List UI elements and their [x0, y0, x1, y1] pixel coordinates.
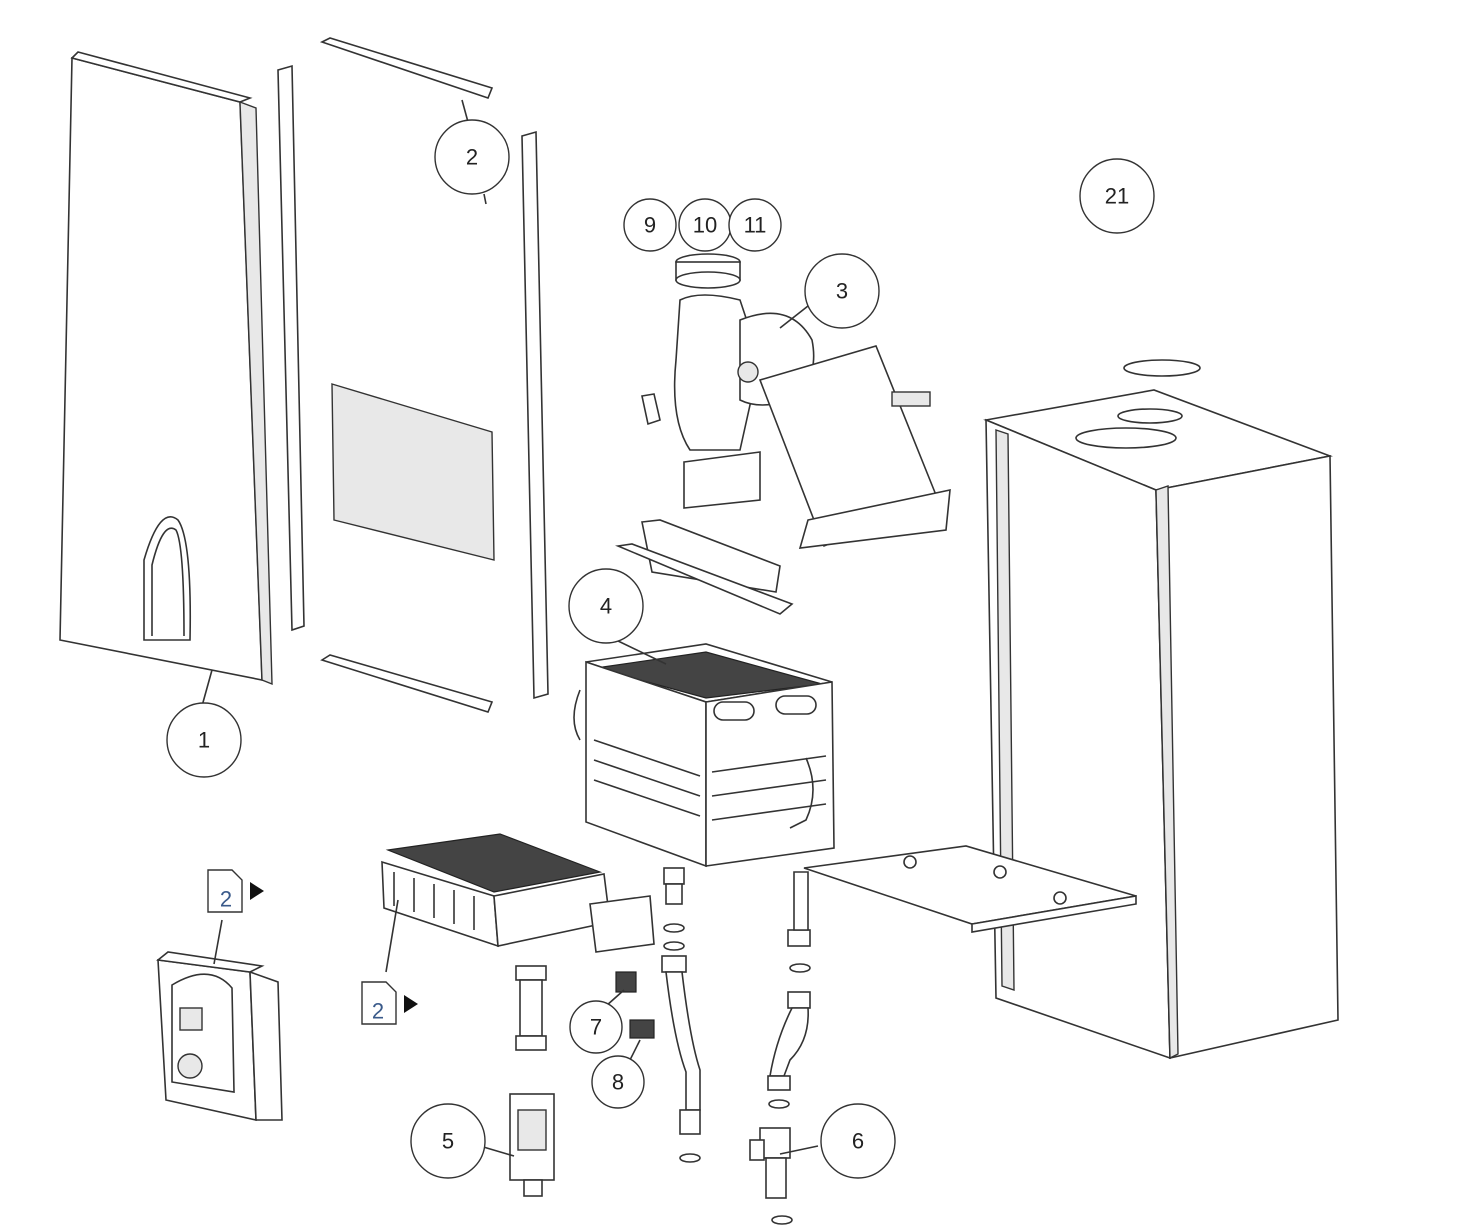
seal-strips — [277, 37, 549, 713]
callout-2: 2 — [434, 119, 510, 195]
svg-text:6: 6 — [852, 1129, 864, 1154]
fan-assembly — [641, 253, 951, 549]
svg-text:9: 9 — [644, 213, 656, 238]
callout-3: 3 — [804, 253, 880, 329]
callout-10: 10 — [678, 198, 732, 252]
page-ref-burner[interactable]: 2 — [361, 981, 418, 1025]
document-icon — [361, 981, 397, 1025]
sensor-clips — [615, 971, 655, 1039]
callout-6: 6 — [820, 1103, 896, 1179]
gas-valve — [509, 965, 555, 1197]
cabinet-casing — [803, 359, 1339, 1060]
water-pipes — [661, 867, 811, 1163]
water-valve — [749, 1127, 793, 1225]
callout-9: 9 — [623, 198, 677, 252]
page-ref-control[interactable]: 2 — [207, 869, 264, 913]
inspection-window — [331, 383, 495, 561]
arrow-right-icon — [250, 882, 264, 900]
page-ref-label: 2 — [372, 999, 384, 1024]
callout-5: 5 — [410, 1103, 486, 1179]
svg-text:4: 4 — [600, 594, 612, 619]
svg-text:8: 8 — [612, 1070, 624, 1095]
svg-text:1: 1 — [198, 728, 210, 753]
heat-exchanger — [573, 643, 835, 868]
callout-21: 21 — [1079, 158, 1155, 234]
page-ref-label: 2 — [220, 887, 232, 912]
svg-text:11: 11 — [744, 213, 767, 238]
arrow-right-icon — [404, 995, 418, 1013]
svg-text:3: 3 — [836, 279, 848, 304]
front-cover-panel — [59, 51, 273, 686]
svg-text:7: 7 — [590, 1015, 602, 1040]
callout-1: 1 — [166, 702, 242, 778]
burner-assembly — [381, 833, 655, 953]
svg-text:2: 2 — [466, 145, 478, 170]
callout-7: 7 — [569, 1000, 623, 1054]
svg-text:10: 10 — [693, 213, 717, 238]
callout-8: 8 — [591, 1055, 645, 1109]
callout-4: 4 — [568, 568, 644, 644]
mounting-rail — [615, 519, 794, 615]
svg-text:5: 5 — [442, 1129, 454, 1154]
callout-11: 11 — [728, 198, 782, 252]
svg-text:21: 21 — [1105, 184, 1129, 209]
control-unit — [156, 951, 283, 1122]
document-icon — [207, 869, 243, 913]
